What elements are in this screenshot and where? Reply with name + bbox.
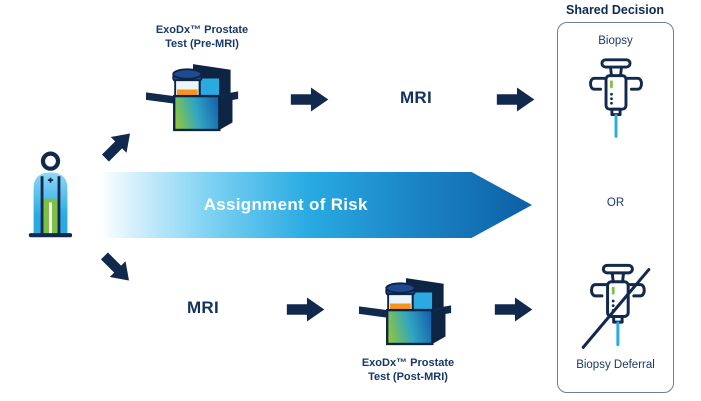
post-mri-test-kit [359, 276, 453, 348]
pre-mri-kit-label-line2: Test (Pre-MRI) [165, 38, 239, 50]
pre-mri-test-kit [146, 62, 240, 134]
arrow-right-icon [286, 296, 326, 323]
biopsy-label: Biopsy [598, 35, 633, 47]
assignment-of-risk-band: Assignment of Risk [100, 172, 532, 238]
shared-decision-title: Shared Decision [566, 3, 664, 17]
biopsy-deferral-label: Biopsy Deferral [576, 359, 655, 371]
arrow-right-icon [290, 86, 330, 113]
post-mri-kit-label: ExoDx™ Prostate Test (Post-MRI) [338, 356, 478, 384]
patient-icon [27, 148, 74, 242]
mri-label-top: MRI [399, 88, 433, 107]
test-kit-icon [146, 62, 240, 134]
arrow-up-right-icon [96, 124, 139, 167]
arrow-right-icon [496, 86, 536, 113]
patient-figure [27, 148, 74, 242]
arrow-right-icon [494, 296, 534, 323]
pre-mri-kit-label-line1: ExoDx™ Prostate [155, 24, 249, 36]
or-label: OR [606, 197, 625, 209]
syringe-icon [587, 57, 645, 145]
shared-decision-panel: Biopsy OR Biopsy Deferral [557, 22, 674, 393]
mri-label-bottom: MRI [186, 298, 220, 317]
post-mri-kit-label-line2: Test (Post-MRI) [368, 371, 448, 383]
test-kit-icon [359, 276, 453, 348]
syringe-crossed-icon [577, 263, 655, 353]
assignment-of-risk-label: Assignment of Risk [203, 195, 368, 214]
pre-mri-kit-label: ExoDx™ Prostate Test (Pre-MRI) [132, 23, 272, 51]
post-mri-kit-label-line1: ExoDx™ Prostate [361, 357, 455, 369]
arrow-down-right-icon [95, 247, 138, 290]
